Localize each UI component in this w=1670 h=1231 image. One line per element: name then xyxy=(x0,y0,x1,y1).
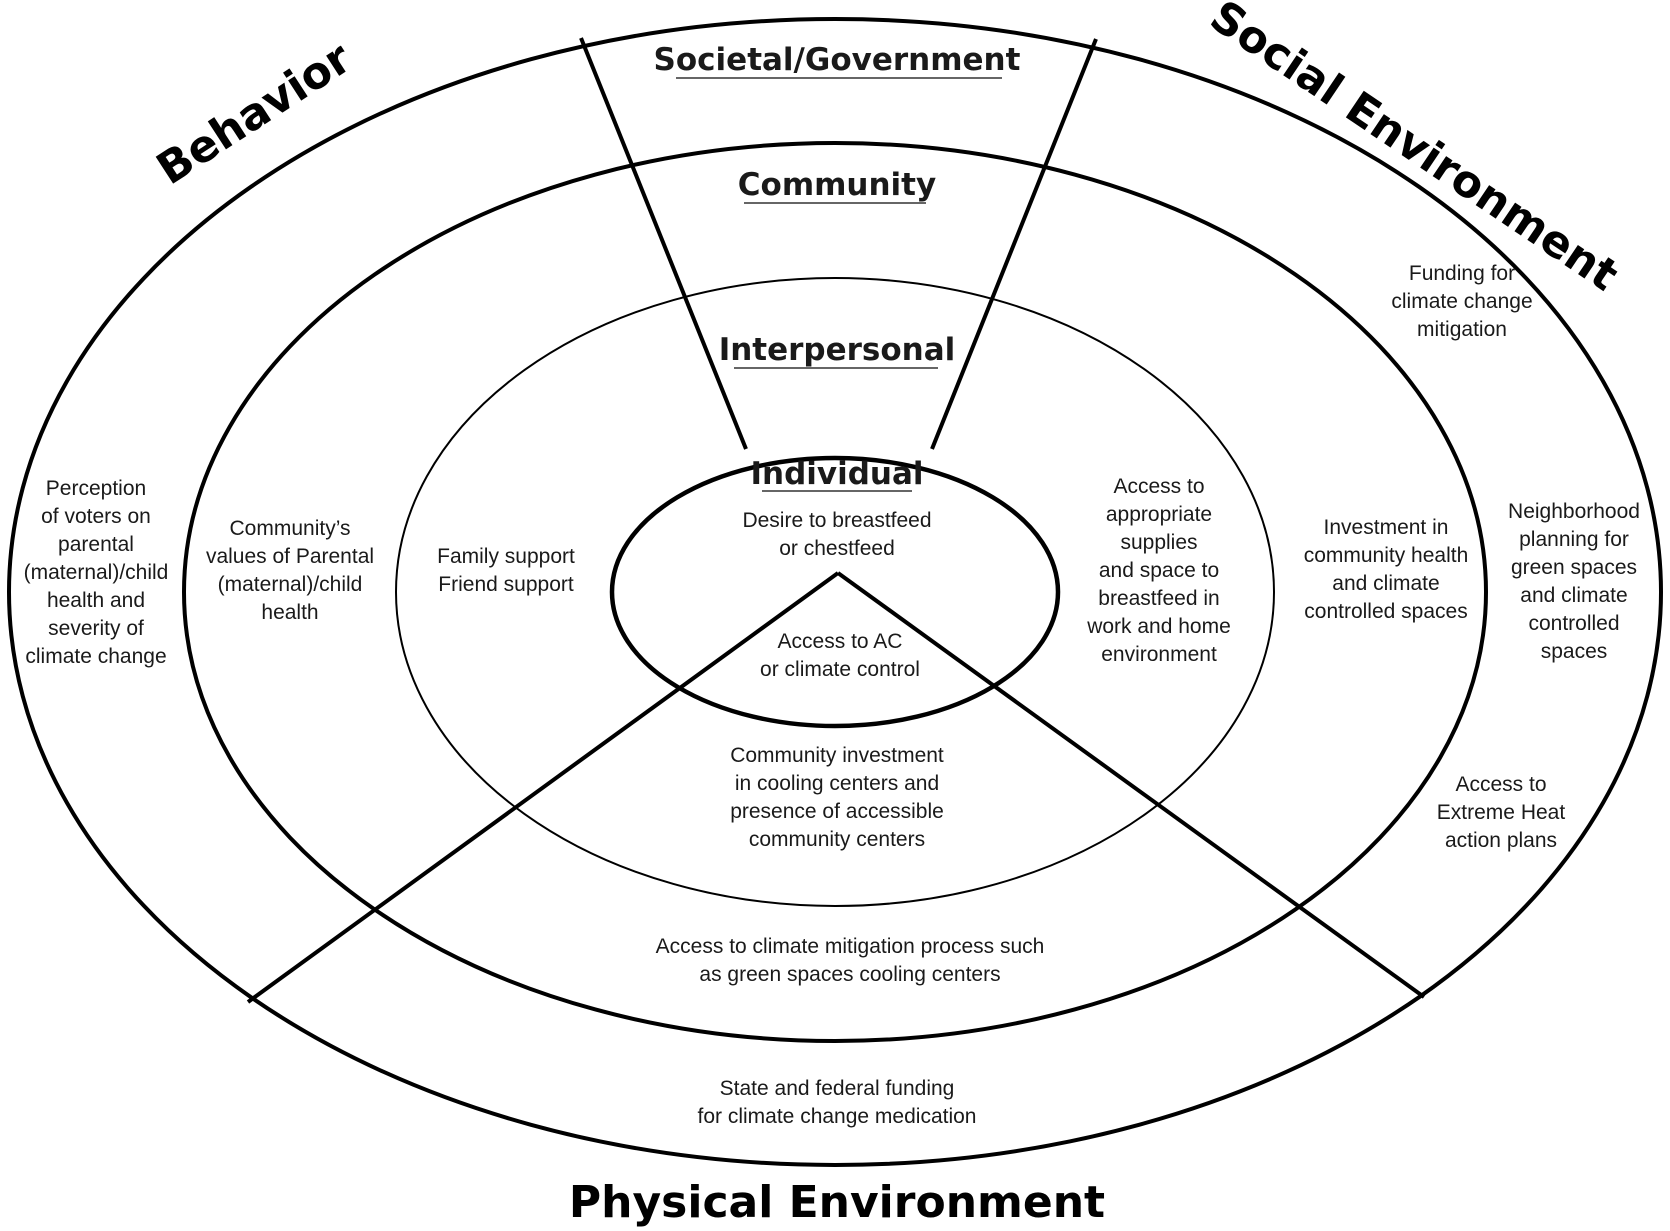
behavior-societal-line: climate change xyxy=(25,645,166,668)
social-interpersonal-line: supplies xyxy=(1120,531,1197,554)
physical-interpersonal-line: presence of accessible xyxy=(730,800,944,823)
social-societal-mid-line: spaces xyxy=(1541,640,1608,663)
physical-individual-line: or climate control xyxy=(760,658,920,681)
level-title-community: Community xyxy=(738,167,936,203)
social-community-line: controlled spaces xyxy=(1304,600,1467,623)
social-societal-mid-line: Neighborhood xyxy=(1508,500,1640,523)
behavior-societal-line: of voters on xyxy=(41,505,151,528)
wedge-right-line xyxy=(930,38,1098,450)
behavior-societal-line: health and xyxy=(47,589,145,612)
physical-community-line: as green spaces cooling centers xyxy=(699,963,1000,986)
level-title-individual: Individual xyxy=(750,456,923,492)
individual-ring xyxy=(609,455,1061,729)
behavior-individual-line: or chestfeed xyxy=(779,537,895,560)
behavior-societal-text: Perception of voters on parental (maternal)… xyxy=(24,477,169,668)
behavior-societal-line: (maternal)/child xyxy=(24,561,169,584)
behavior-community-line: values of Parental xyxy=(206,545,374,568)
social-societal-mid-text: Neighborhood planning for green spaces and … xyxy=(1508,500,1640,663)
social-societal-top-text: Funding for climate change mitigation xyxy=(1391,262,1532,341)
physical-interpersonal-line: community centers xyxy=(749,828,925,851)
social-societal-top-line: climate change xyxy=(1391,290,1532,313)
community-ring xyxy=(182,141,1488,1043)
social-interpersonal-line: breastfeed in xyxy=(1098,587,1219,610)
behavior-interpersonal-line: Friend support xyxy=(438,573,574,596)
divider-lower-left-line xyxy=(246,571,840,1004)
wedge-left-line xyxy=(579,37,748,450)
physical-interpersonal-line: in cooling centers and xyxy=(735,772,939,795)
social-community-text: Investment in community health and climate… xyxy=(1304,516,1469,623)
behavior-community-line: health xyxy=(261,601,318,624)
social-societal-low-text: Access to Extreme Heat action plans xyxy=(1437,773,1566,852)
divider-lower-right-line xyxy=(836,571,1426,999)
physical-societal-text: State and federal funding for climate cha… xyxy=(698,1077,977,1128)
social-societal-mid-line: controlled xyxy=(1528,612,1619,635)
behavior-societal-line: Perception xyxy=(46,477,146,500)
behavior-community-line: (maternal)/child xyxy=(218,573,363,596)
behavior-community-line: Community’s xyxy=(230,517,351,540)
social-interpersonal-line: environment xyxy=(1101,643,1217,666)
social-societal-mid-line: planning for xyxy=(1519,528,1629,551)
societal-ring xyxy=(7,17,1663,1167)
social-community-line: Investment in xyxy=(1324,516,1449,539)
level-title-societal: Societal/Government xyxy=(654,42,1021,78)
behavior-societal-line: severity of xyxy=(48,617,144,640)
physical-interpersonal-text: Community investment in cooling centers a… xyxy=(730,744,944,851)
sector-title-physical-environment: Physical Environment xyxy=(569,1177,1105,1228)
physical-interpersonal-line: Community investment xyxy=(730,744,944,767)
social-societal-low-line: action plans xyxy=(1445,829,1557,852)
physical-individual-text: Access to AC or climate control xyxy=(760,630,920,681)
social-community-line: community health xyxy=(1304,544,1469,567)
social-interpersonal-line: work and home xyxy=(1086,615,1231,638)
social-interpersonal-text: Access to appropriate supplies and space to… xyxy=(1086,475,1231,666)
social-societal-low-line: Access to xyxy=(1455,773,1546,796)
physical-societal-line: for climate change medication xyxy=(698,1105,977,1128)
social-societal-top-line: Funding for xyxy=(1409,262,1515,285)
social-societal-top-line: mitigation xyxy=(1417,318,1507,341)
social-interpersonal-line: Access to xyxy=(1113,475,1204,498)
behavior-individual-line: Desire to breastfeed xyxy=(742,509,931,532)
behavior-community-text: Community’s values of Parental (maternal)/… xyxy=(206,517,374,624)
social-interpersonal-line: and space to xyxy=(1099,559,1219,582)
social-societal-mid-line: green spaces xyxy=(1511,556,1637,579)
interpersonal-ring xyxy=(395,277,1275,907)
behavior-interpersonal-line: Family support xyxy=(437,545,575,568)
sector-title-behavior: Behavior xyxy=(148,32,361,195)
social-community-line: and climate xyxy=(1332,572,1439,595)
level-title-interpersonal: Interpersonal xyxy=(719,332,956,368)
physical-community-line: Access to climate mitigation process suc… xyxy=(656,935,1045,958)
physical-community-text: Access to climate mitigation process suc… xyxy=(656,935,1045,986)
behavior-societal-line: parental xyxy=(58,533,134,556)
social-interpersonal-line: appropriate xyxy=(1106,503,1212,526)
physical-societal-line: State and federal funding xyxy=(720,1077,955,1100)
physical-individual-line: Access to AC xyxy=(778,630,903,653)
social-societal-mid-line: and climate xyxy=(1520,584,1627,607)
social-societal-low-line: Extreme Heat xyxy=(1437,801,1566,824)
behavior-individual-text: Desire to breastfeed or chestfeed xyxy=(742,509,931,560)
